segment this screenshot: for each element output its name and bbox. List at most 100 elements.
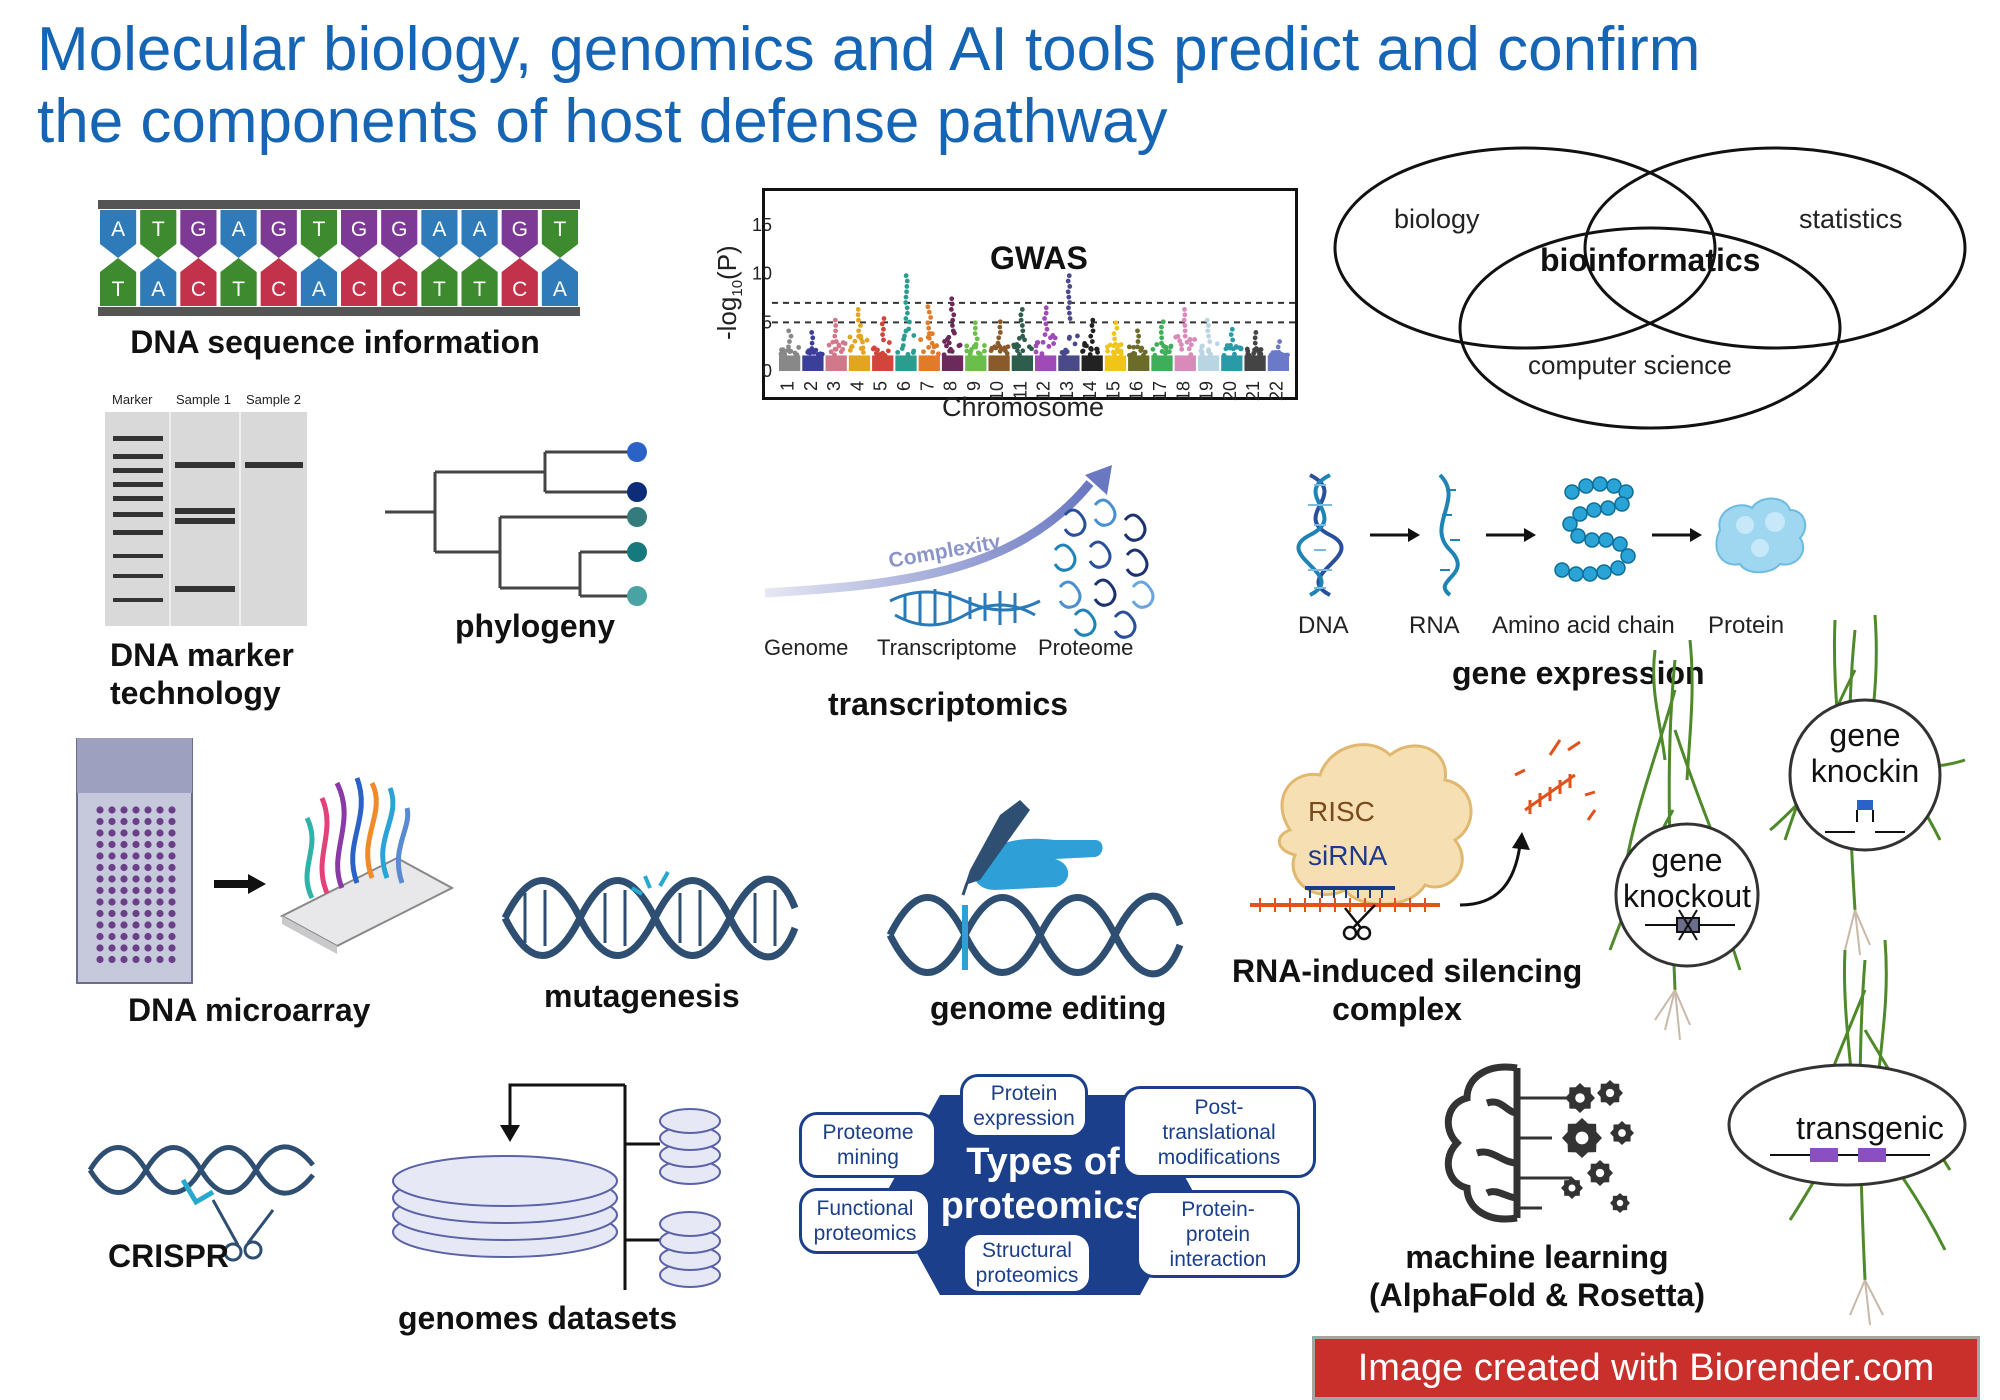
- microarray-spot: [108, 840, 116, 849]
- microarray-spot: [168, 921, 176, 929]
- gwas-chrom-band: [825, 355, 847, 371]
- base-top-T: [140, 210, 177, 258]
- gwas-peak-point: [925, 320, 931, 326]
- dna-helix-icon: [1296, 473, 1344, 597]
- base-top-T: [300, 210, 337, 258]
- microarray-spot: [96, 852, 104, 860]
- knockout-circle: [1614, 822, 1760, 968]
- gwas-x-tick-label: 9: [964, 381, 984, 391]
- gwas-point: [1046, 344, 1052, 349]
- title-line-2: the components of host defense pathway: [37, 87, 1168, 156]
- gwas-point: [1208, 351, 1213, 357]
- gwas-point: [1017, 352, 1022, 357]
- knockout-text: gene knockout: [1612, 842, 1762, 914]
- gwas-peak-point: [1252, 340, 1258, 346]
- gwas-point: [1233, 344, 1239, 349]
- gwas-point: [1175, 333, 1181, 339]
- microarray-spot: [156, 886, 164, 895]
- base-top-T: [541, 210, 578, 258]
- gwas-point: [1192, 337, 1198, 342]
- microarray-spot: [168, 932, 176, 941]
- base-top-letter: T: [313, 218, 326, 241]
- gwas-x-tick-label: 3: [824, 381, 844, 391]
- microarray-spot: [168, 944, 176, 952]
- ml-label-line2: (AlphaFold & Rosetta): [1369, 1277, 1705, 1313]
- gwas-point: [1022, 337, 1027, 343]
- gwas-chrom-band: [895, 355, 917, 371]
- gwas-peak-point: [1182, 333, 1188, 339]
- knockin-text: gene knockin: [1790, 717, 1940, 789]
- base-bottom-C: [260, 258, 297, 306]
- base-top-G: [260, 210, 297, 258]
- gwas-point: [930, 349, 936, 355]
- microarray-spot: [120, 875, 128, 883]
- genome-editing-graphic: [886, 800, 1184, 978]
- gwas-ylabel-prefix: -log: [712, 296, 742, 340]
- gwas-peak-point: [1043, 310, 1049, 316]
- gwas-point: [1064, 349, 1070, 355]
- gwas-point: [1206, 347, 1211, 353]
- gwas-point: [1075, 333, 1080, 339]
- gwas-x-tick-label: 13: [1057, 381, 1077, 401]
- gwas-peak-point: [1112, 336, 1118, 342]
- gwas-peak-point: [1044, 326, 1050, 332]
- gwas-peak-point: [950, 317, 956, 323]
- gwas-point: [1051, 341, 1057, 346]
- venn-diagram: [1333, 146, 1967, 430]
- microarray-spot: [96, 909, 104, 918]
- gwas-point: [885, 348, 891, 354]
- gwas-x-tick-label: 21: [1243, 381, 1263, 401]
- microarray-spot: [96, 886, 104, 895]
- gwas-point: [1245, 348, 1251, 354]
- gwas-ylabel-suffix: (P): [712, 245, 742, 280]
- gwas-peak-point: [903, 294, 909, 300]
- gwas-point: [1015, 348, 1020, 354]
- gwas-x-tick-label: 6: [894, 381, 914, 391]
- gel-sample2-bands: [245, 462, 303, 468]
- gwas-chrom-band: [965, 355, 987, 371]
- microarray-spot: [108, 863, 116, 872]
- gwas-chrom-band: [848, 355, 871, 371]
- biorender-credit: Image created with Biorender.com: [1312, 1336, 1980, 1400]
- microarray-spot: [144, 886, 152, 895]
- gwas-point: [849, 344, 855, 349]
- base-bottom-A: [541, 258, 578, 306]
- gwas-peak-point: [1135, 344, 1140, 350]
- gwas-peak-point: [904, 305, 910, 311]
- microarray-spot: [96, 898, 104, 906]
- phylogeny-label: phylogeny: [454, 608, 615, 644]
- gwas-peak-point: [1090, 328, 1096, 334]
- gwas-point: [1014, 342, 1020, 347]
- microarray-spot: [156, 875, 164, 883]
- gwas-peak-point: [1065, 289, 1071, 295]
- b1-line1: Protein: [990, 1082, 1058, 1105]
- gwas-point: [1087, 352, 1093, 357]
- dna-sequence-label: DNA sequence information: [130, 324, 540, 360]
- ml-graphic: [1444, 1063, 1634, 1223]
- gwas-point: [1029, 346, 1034, 352]
- gwas-peak-point: [1158, 330, 1164, 335]
- gwas-peak-point: [856, 328, 862, 334]
- microarray-spot: [96, 921, 104, 929]
- gwas-x-tick-label: 8: [941, 381, 961, 391]
- base-bottom-C: [180, 258, 217, 306]
- venn-cs-circle: [1458, 226, 1842, 430]
- gear-hole: [1595, 1168, 1605, 1178]
- complexity-arrow-head: [1085, 465, 1112, 495]
- gwas-point: [941, 352, 947, 358]
- gwas-chrom-band: [1128, 355, 1150, 371]
- ge-label-rna: RNA: [1409, 612, 1460, 639]
- rna-icon: [1438, 473, 1460, 597]
- microarray-spot: [132, 806, 140, 814]
- gene-expression-label: gene expression: [1452, 655, 1705, 691]
- base-bottom-C: [501, 258, 538, 306]
- gwas-chrom-band: [1035, 355, 1057, 371]
- transcriptomics-label: transcriptomics: [828, 686, 1069, 722]
- gwas-chrom-band: [1267, 355, 1289, 371]
- gwas-peak-point: [880, 332, 885, 337]
- leaf-node-3: [627, 507, 647, 527]
- datasets-arrow: [508, 1083, 625, 1125]
- microarray-spot: [132, 817, 140, 826]
- risc-label: RNA-induced silencing complex: [1232, 952, 1582, 1028]
- gwas-peak-point: [951, 312, 957, 318]
